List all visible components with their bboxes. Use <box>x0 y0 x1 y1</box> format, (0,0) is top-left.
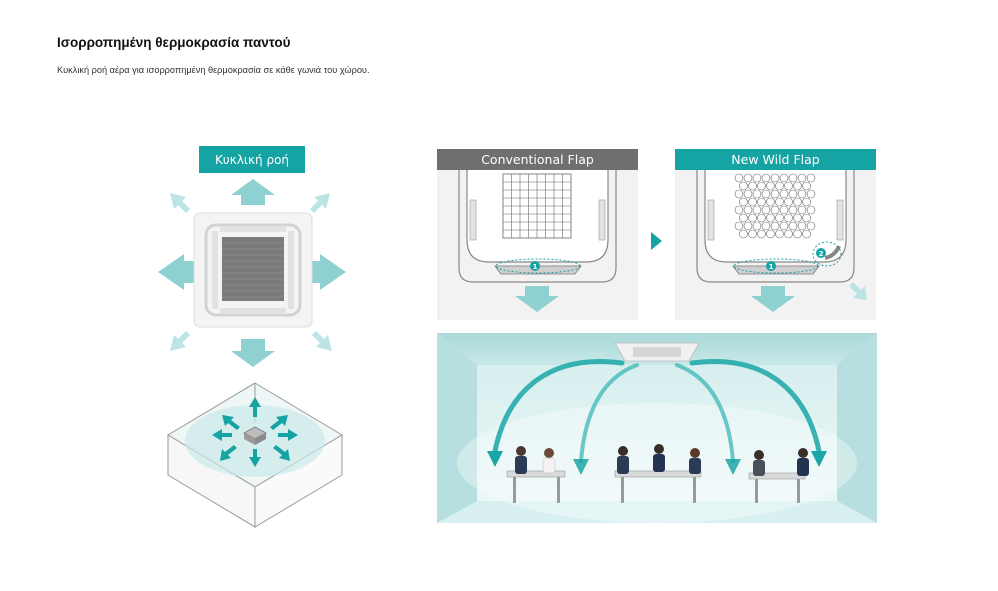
arrow-diagonal-icon <box>849 282 867 300</box>
arrow-down-icon <box>515 286 559 312</box>
flap-marker-one: 1 <box>533 263 538 271</box>
conventional-flap-banner: Conventional Flap <box>437 149 638 170</box>
meeting-group-center <box>614 444 702 503</box>
flap-marker-two: 2 <box>819 250 824 258</box>
new-wild-flap-diagram: 1 2 <box>696 170 867 312</box>
arrow-sw-icon <box>170 331 190 351</box>
arrow-left-icon <box>158 254 184 290</box>
arrow-nw-icon <box>170 193 190 213</box>
arrow-up-icon <box>231 179 275 205</box>
conventional-flap-diagram: 1 <box>458 170 617 312</box>
conventional-flap-panel: 1 <box>437 170 638 320</box>
arrow-down-icon <box>751 286 795 312</box>
arrow-next-icon <box>651 232 662 250</box>
cassette-unit-diagram <box>158 179 346 367</box>
page-title: Ισορροπημένη θερμοκρασία παντού <box>57 35 291 50</box>
arrow-se-icon <box>312 331 332 351</box>
flap-marker-one: 1 <box>769 263 774 271</box>
meeting-group-right <box>748 448 809 503</box>
new-wild-flap-banner: New Wild Flap <box>675 149 876 170</box>
arrow-right-icon <box>320 254 346 290</box>
room-air-dome-diagram <box>167 382 343 528</box>
new-wild-flap-panel: 1 2 <box>675 170 876 320</box>
page-subtitle: Κυκλική ροή αέρα για ισορροπημένη θερμοκ… <box>57 65 370 75</box>
meeting-group-left <box>506 446 566 503</box>
arrow-ne-icon <box>310 193 330 213</box>
arrow-down-icon <box>231 339 275 367</box>
cyclic-flow-banner: Κυκλική ροή <box>199 146 305 173</box>
meeting-room-illustration <box>437 333 877 523</box>
